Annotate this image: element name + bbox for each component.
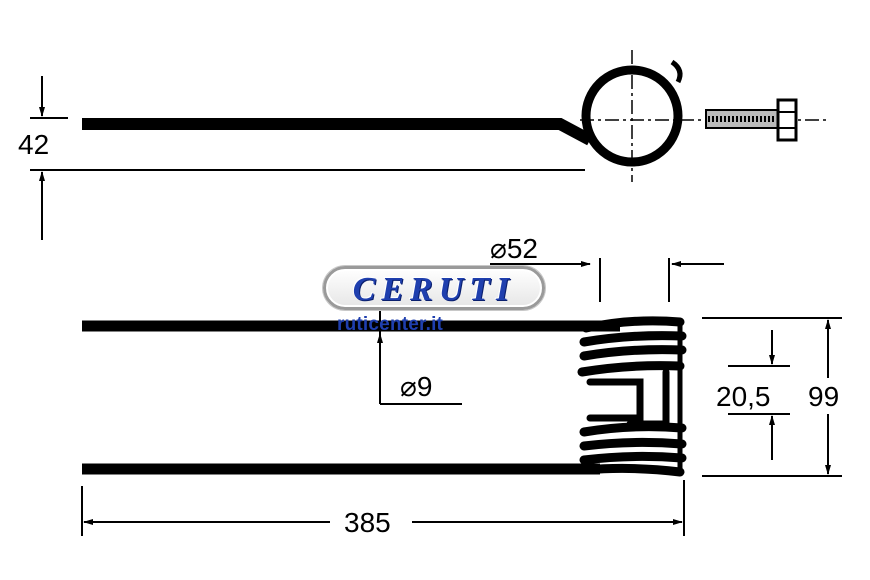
ceruti-logo: CERUTI (323, 266, 545, 310)
website-watermark: ruticenter.it (337, 314, 444, 335)
ceruti-logo-text: CERUTI (352, 271, 516, 308)
spring-coil (577, 316, 687, 477)
wire-diameter-label: ⌀9 (400, 371, 432, 402)
overall-height-label: 99 (808, 381, 839, 412)
bottom-view: ⌀52 ⌀9 20,5 99 385 (81, 233, 842, 538)
height-offset-label: 42 (18, 129, 49, 160)
length-label: 385 (344, 507, 391, 538)
top-view-eye-tip (670, 59, 683, 84)
coil-diameter-label: ⌀52 (490, 233, 538, 264)
gap-label: 20,5 (716, 381, 771, 412)
bolt-head (776, 98, 798, 142)
top-view-tine-wire (82, 118, 593, 146)
top-view: 42 (18, 50, 830, 240)
